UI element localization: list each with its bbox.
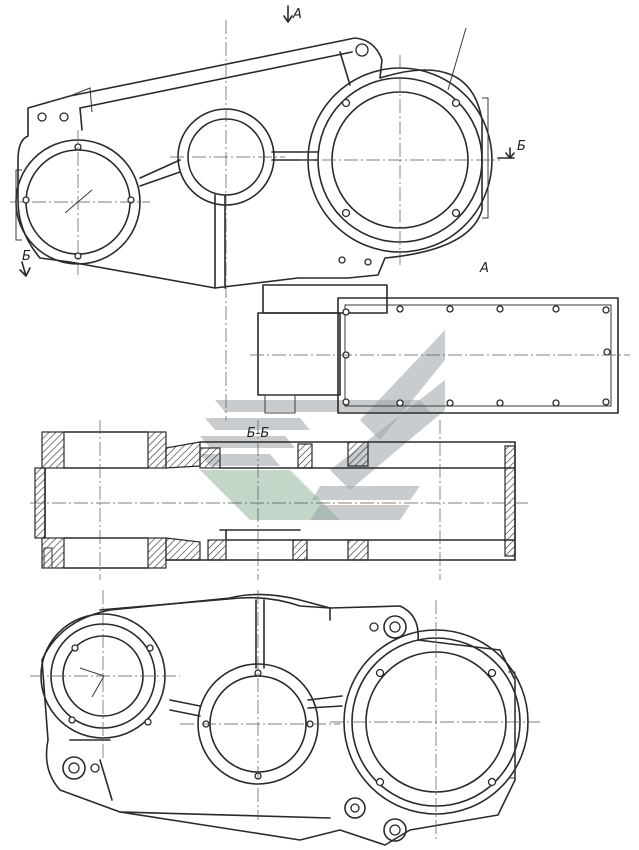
section-title: Б-Б bbox=[247, 426, 270, 441]
bolt-hole-icon bbox=[37, 112, 47, 122]
bottom-housing-view bbox=[30, 590, 540, 846]
view-a-title: A bbox=[479, 261, 489, 276]
top-housing-view bbox=[10, 5, 515, 420]
watermark-logo bbox=[200, 330, 445, 520]
bolt-hole-icon bbox=[59, 112, 69, 122]
bolt-hole-icon bbox=[355, 43, 369, 57]
view-a bbox=[250, 284, 630, 414]
section-arrow-left-label: Б bbox=[22, 249, 31, 264]
section-b-b bbox=[30, 420, 530, 580]
view-a-arrow-label: A bbox=[292, 7, 302, 22]
section-arrow-right-label: Б bbox=[517, 139, 526, 154]
